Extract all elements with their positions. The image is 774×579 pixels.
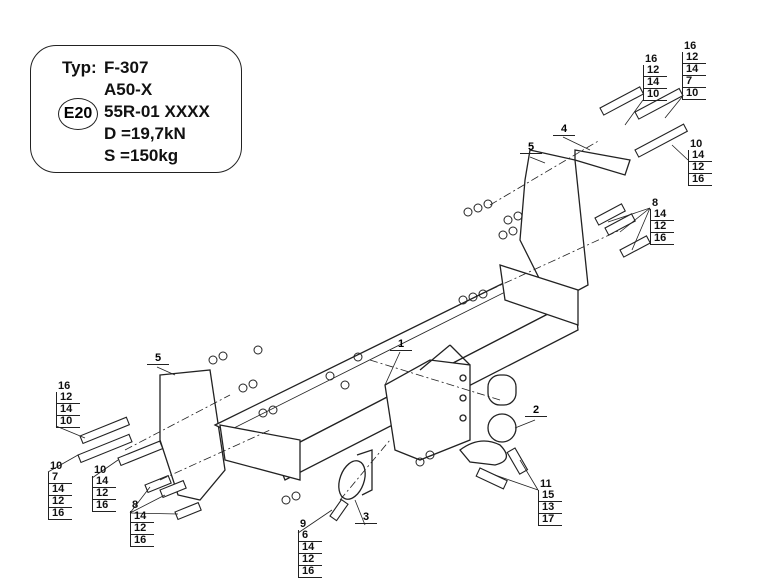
left-side-bracket [159,369,226,501]
stack-cell: 12 [682,52,706,64]
type-approval-plate [30,45,242,173]
stack-cell: 16 [48,508,72,520]
centre-hitch-mount [384,359,471,461]
stack-cell: 6 [298,530,322,542]
socket-plate [338,460,366,500]
stack-cell: 7 [682,76,706,88]
stack-cell: 10 [56,416,80,428]
stack-head: 16 [58,380,71,392]
stack-head: 10 [50,460,63,472]
part-callout: 4 [553,123,575,136]
part-callout: 5 [147,352,169,365]
part-callout: 3 [355,511,377,524]
ball-cover [487,374,517,406]
typ-label: Typ: [62,58,97,77]
stack-head: 8 [652,197,659,209]
stack-head: 16 [645,53,658,65]
stack-cell: 16 [92,500,116,512]
stack-cell: 16 [650,233,674,245]
stack-cell: 16 [298,566,322,578]
stack-cell: 14 [92,476,116,488]
left-beam-arm [219,424,301,481]
stack-cell: 14 [130,511,154,523]
ball-neck [459,440,507,466]
stack-cell: 14 [682,64,706,76]
stack-cell: 14 [650,209,674,221]
stack-cell: 10 [682,88,706,100]
stack-cell: 7 [48,472,72,484]
stack-head: 10 [94,464,107,476]
stack-head: 16 [684,40,697,52]
stack-cell: 12 [650,221,674,233]
stack-cell: 14 [688,150,712,162]
stack-cell: 10 [643,89,667,101]
stack-cell: 14 [56,404,80,416]
tow-ball [487,413,517,443]
approval-mark: E20 [58,98,98,130]
stack-cell: 15 [538,490,562,502]
leader-lines [47,96,689,534]
stack-cell: 17 [538,514,562,526]
right-beam-arm [499,264,579,326]
part-callout: 1 [390,338,412,351]
d-value: D =19,7kN [104,124,186,143]
stack-head: 11 [540,478,552,490]
part-callout: 2 [525,404,547,417]
stack-cell: 13 [538,502,562,514]
model-number: F-307 [104,58,149,77]
top-bracket [574,149,631,176]
stack-cell: 16 [130,535,154,547]
stack-cell: 12 [48,496,72,508]
stack-cell: 14 [48,484,72,496]
stack-cell: 12 [92,488,116,500]
stack-cell: 12 [298,554,322,566]
s-value: S =150kg [104,146,179,165]
stack-head: 10 [690,138,703,150]
nuts-washers [208,199,523,505]
stack-cell: 14 [298,542,322,554]
stack-cell: 16 [688,174,712,186]
stack-cell: 12 [130,523,154,535]
bolts [77,86,689,522]
stack-cell: 14 [643,77,667,89]
stack-cell: 12 [56,392,80,404]
stack-cell: 12 [643,65,667,77]
stack-cell: 12 [688,162,712,174]
part-callout: 5 [520,141,542,154]
approval-number: 55R-01 XXXX [104,102,210,121]
class-code: A50-X [104,80,153,99]
stack-head: 8 [132,499,139,511]
assembly-axes [124,139,621,501]
stack-head: 9 [300,518,307,530]
